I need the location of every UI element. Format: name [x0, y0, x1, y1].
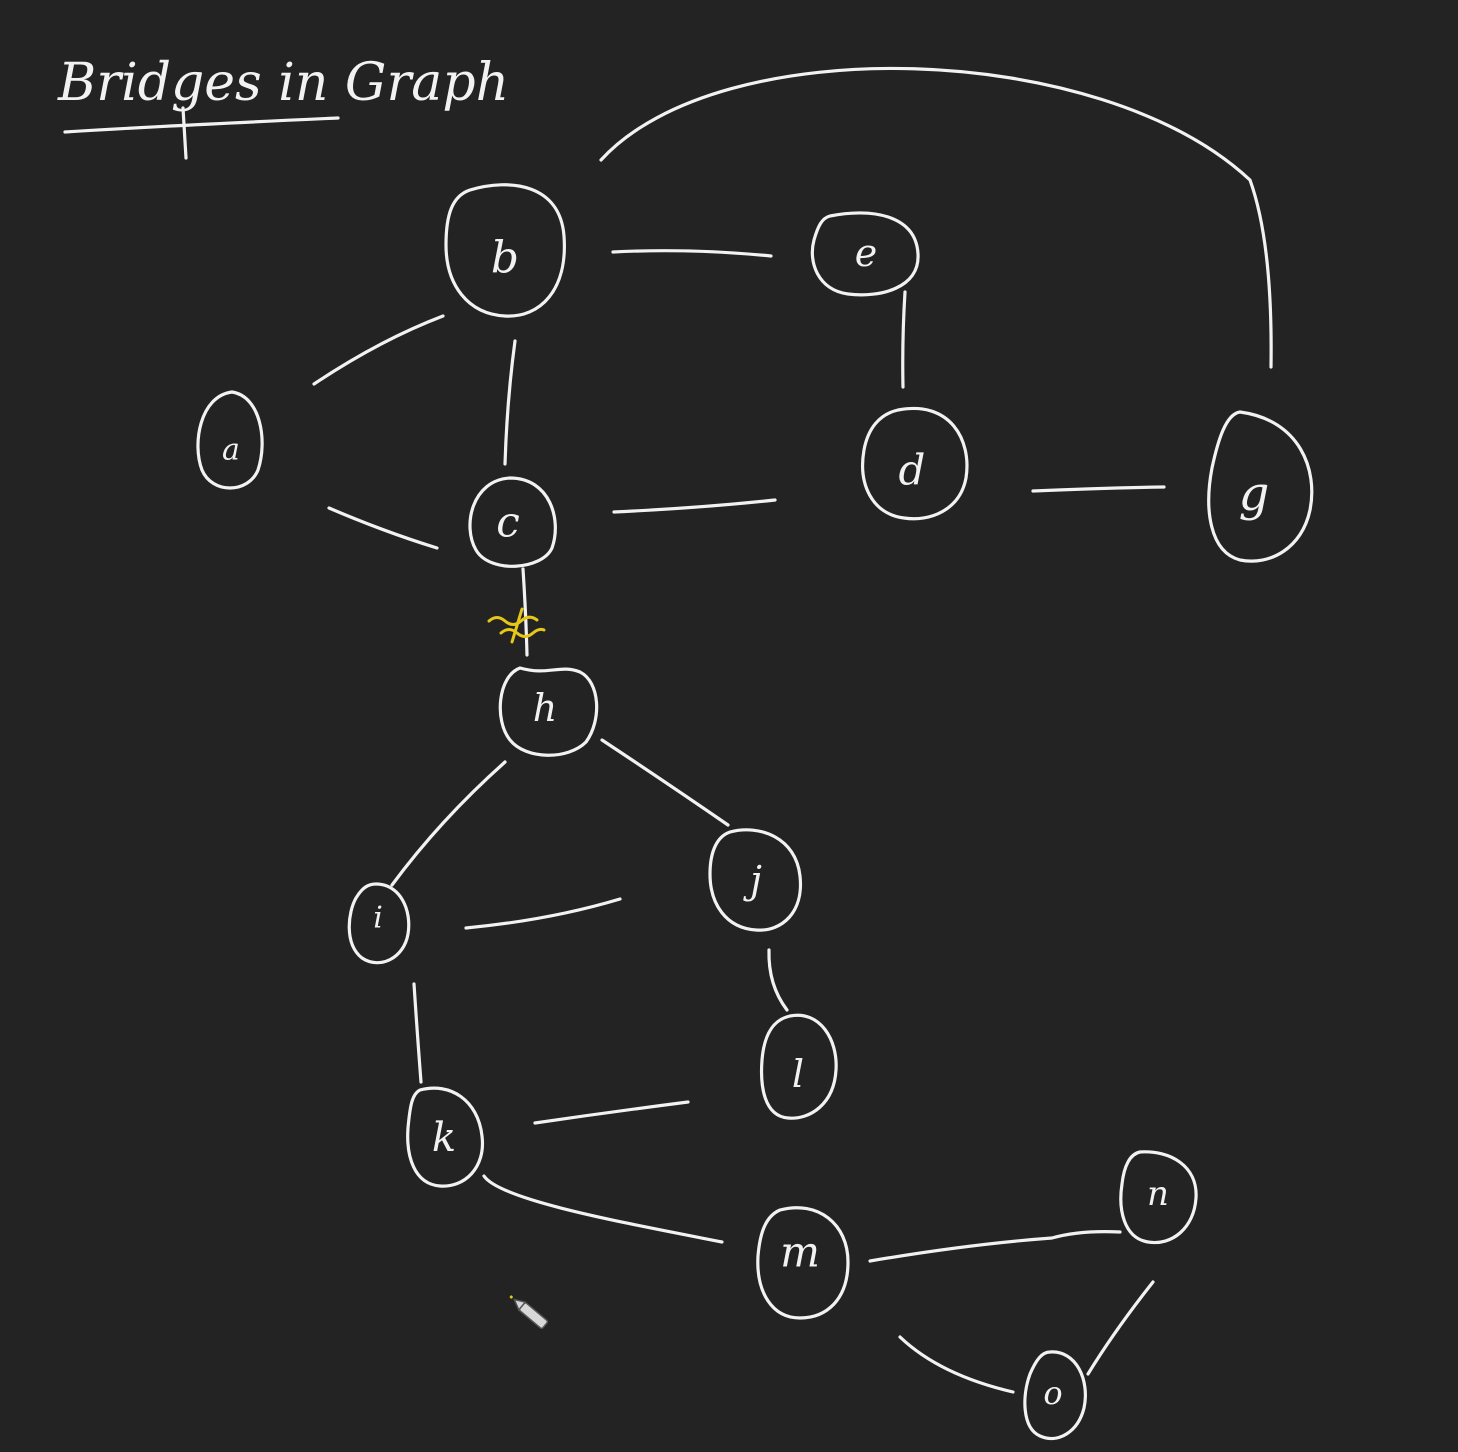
edge-i-j [464, 897, 622, 930]
edge-j-l [767, 948, 789, 1012]
edge-c-h-bridge [521, 567, 529, 657]
node-h: h [498, 666, 599, 757]
node-a: a [196, 390, 264, 490]
bridge-marker [487, 607, 546, 644]
edge-b-c [503, 339, 517, 466]
node-a-label: a [222, 433, 240, 468]
node-c-label: c [496, 498, 520, 547]
title-underline [63, 116, 340, 134]
edge-k-m [482, 1174, 724, 1244]
title-underline-tick [181, 106, 188, 160]
edge-m-n [868, 1230, 1122, 1263]
node-e-label: e [855, 231, 878, 275]
bridge-marker-slash [510, 607, 524, 644]
edge-layer [312, 66, 1273, 1394]
edge-m-o [898, 1335, 1015, 1394]
node-l: l [759, 1013, 838, 1120]
node-i-label: i [373, 901, 383, 936]
node-k-label: k [432, 1115, 456, 1161]
edge-n-o [1086, 1280, 1155, 1376]
edge-b-g [599, 66, 1273, 369]
node-d: d [861, 406, 969, 521]
edge-h-i [390, 760, 507, 887]
edge-e-d [901, 290, 907, 389]
node-m: m [756, 1206, 850, 1320]
bridge-marker-wave-1 [487, 615, 539, 626]
node-layer: a b c e d g h i [196, 183, 1314, 1441]
edge-k-l [533, 1100, 690, 1125]
edge-a-b [312, 314, 445, 386]
node-n-label: n [1147, 1174, 1169, 1214]
edge-d-g [1031, 485, 1166, 493]
node-l-label: l [792, 1052, 804, 1096]
diagram-title: Bridges in Graph [57, 53, 509, 160]
node-n: n [1119, 1150, 1198, 1245]
node-b: b [444, 183, 566, 318]
pen-cursor-icon [509, 1295, 549, 1330]
edge-a-c [327, 506, 439, 550]
node-o: o [1023, 1350, 1087, 1441]
node-m-label: m [780, 1228, 820, 1277]
edge-c-d [612, 498, 777, 514]
node-d-label: d [899, 446, 926, 495]
bridge-marker-wave-2 [499, 627, 546, 638]
node-k: k [406, 1086, 485, 1188]
node-h-label: h [533, 686, 557, 730]
edge-b-e [611, 249, 773, 258]
node-o-label: o [1043, 1374, 1062, 1412]
node-g: g [1207, 410, 1314, 563]
node-i: i [347, 882, 411, 965]
node-e: e [810, 211, 920, 297]
node-b-label: b [491, 233, 519, 284]
node-c: c [468, 476, 557, 568]
edge-i-k [412, 982, 423, 1084]
diagram-title-text: Bridges in Graph [57, 53, 509, 113]
edge-h-j [600, 738, 730, 827]
node-g-label: g [1239, 466, 1270, 522]
